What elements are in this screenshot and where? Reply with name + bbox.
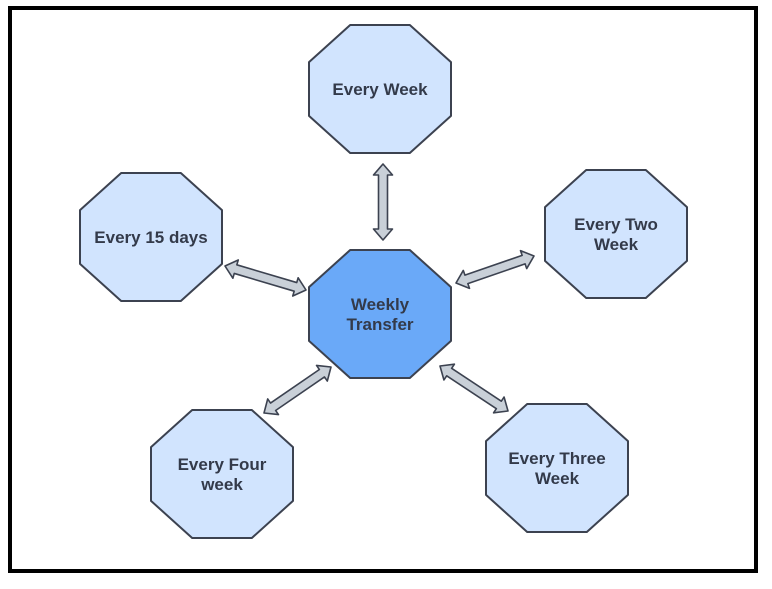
node-label-every-two-week-line-1: Week	[594, 235, 639, 254]
edge-arrow-every-two-week	[455, 249, 535, 290]
edge-arrow-every-15-days	[224, 259, 307, 297]
node-every-15-days: Every 15 days	[79, 172, 223, 302]
node-label-weekly-transfer-line-1: Transfer	[346, 315, 413, 334]
node-every-week: Every Week	[308, 24, 452, 154]
node-shape-every-week	[308, 24, 452, 154]
node-label-every-three-week-line-1: Week	[535, 469, 580, 488]
node-shape-every-four-week	[150, 409, 294, 539]
node-shape-every-three-week	[485, 403, 629, 533]
node-shape-weekly-transfer	[308, 249, 452, 379]
node-shape-every-two-week	[544, 169, 688, 299]
node-label-every-four-week-line-1: week	[200, 475, 243, 494]
node-label-every-two-week-line-0: Every Two	[574, 215, 658, 234]
node-label-every-four-week-line-0: Every Four	[178, 455, 267, 474]
node-shape-every-15-days	[79, 172, 223, 302]
edge-arrow-every-four-week	[263, 364, 332, 416]
edge-arrow-every-three-week	[439, 363, 509, 414]
edge-arrow-every-week	[372, 163, 394, 241]
node-label-weekly-transfer-line-0: Weekly	[351, 295, 410, 314]
node-label-every-15-days-line-0: Every 15 days	[94, 228, 207, 247]
node-label-every-week-line-0: Every Week	[332, 80, 428, 99]
arrows-layer	[224, 163, 535, 416]
node-label-every-three-week-line-0: Every Three	[508, 449, 605, 468]
